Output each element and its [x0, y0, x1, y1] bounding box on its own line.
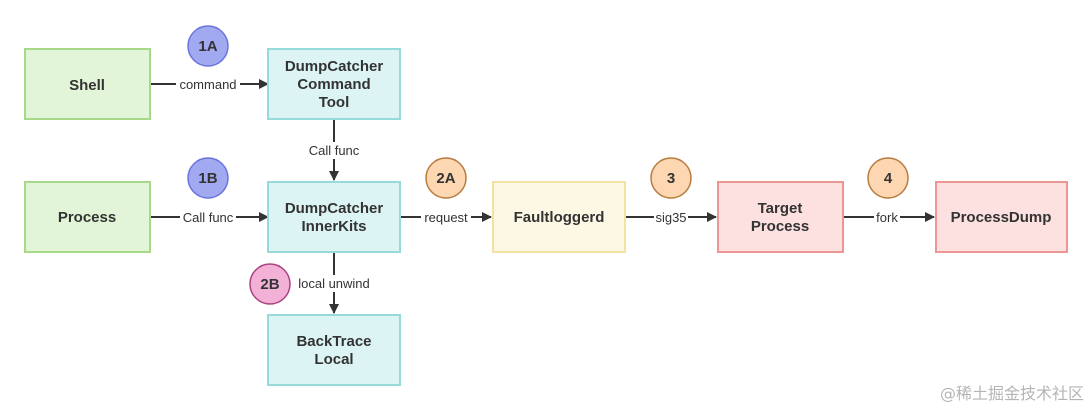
badge-2b: 2B	[249, 263, 291, 305]
svg-text:3: 3	[667, 170, 675, 187]
badge-1b: 1B	[187, 157, 229, 199]
svg-text:1A: 1A	[198, 38, 217, 55]
edge-label-request: request	[424, 210, 468, 225]
edge-labels: command Call func Call func request sig3…	[176, 76, 900, 292]
edge-label-command: command	[179, 77, 236, 92]
node-label-faultloggerd: Faultloggerd	[514, 209, 605, 226]
svg-text:2A: 2A	[436, 170, 455, 187]
svg-text:2B: 2B	[260, 276, 279, 293]
node-processdump[interactable]: ProcessDump	[935, 181, 1068, 253]
edge-label-sig35: sig35	[655, 210, 686, 225]
node-process[interactable]: Process	[24, 181, 151, 253]
node-label-processdump: ProcessDump	[951, 209, 1052, 226]
svg-text:1B: 1B	[198, 170, 217, 187]
edge-label-fork: fork	[876, 210, 898, 225]
badge-1a: 1A	[187, 25, 229, 67]
node-shell[interactable]: Shell	[24, 48, 151, 120]
edge-label-call-func-top: Call func	[309, 143, 360, 158]
badge-4: 4	[867, 157, 909, 199]
node-label-process: Process	[58, 209, 116, 226]
node-label-shell: Shell	[69, 77, 105, 94]
svg-text:4: 4	[884, 170, 893, 187]
node-faultloggerd[interactable]: Faultloggerd	[492, 181, 626, 253]
watermark: @稀土掘金技术社区	[939, 384, 1084, 403]
edge-label-local-unwind: local unwind	[298, 276, 370, 291]
badge-3: 3	[650, 157, 692, 199]
badge-2a: 2A	[425, 157, 467, 199]
edge-label-call-func-process: Call func	[183, 210, 234, 225]
step-badges: 1A 1B 2A 2B 3 4	[187, 25, 909, 305]
